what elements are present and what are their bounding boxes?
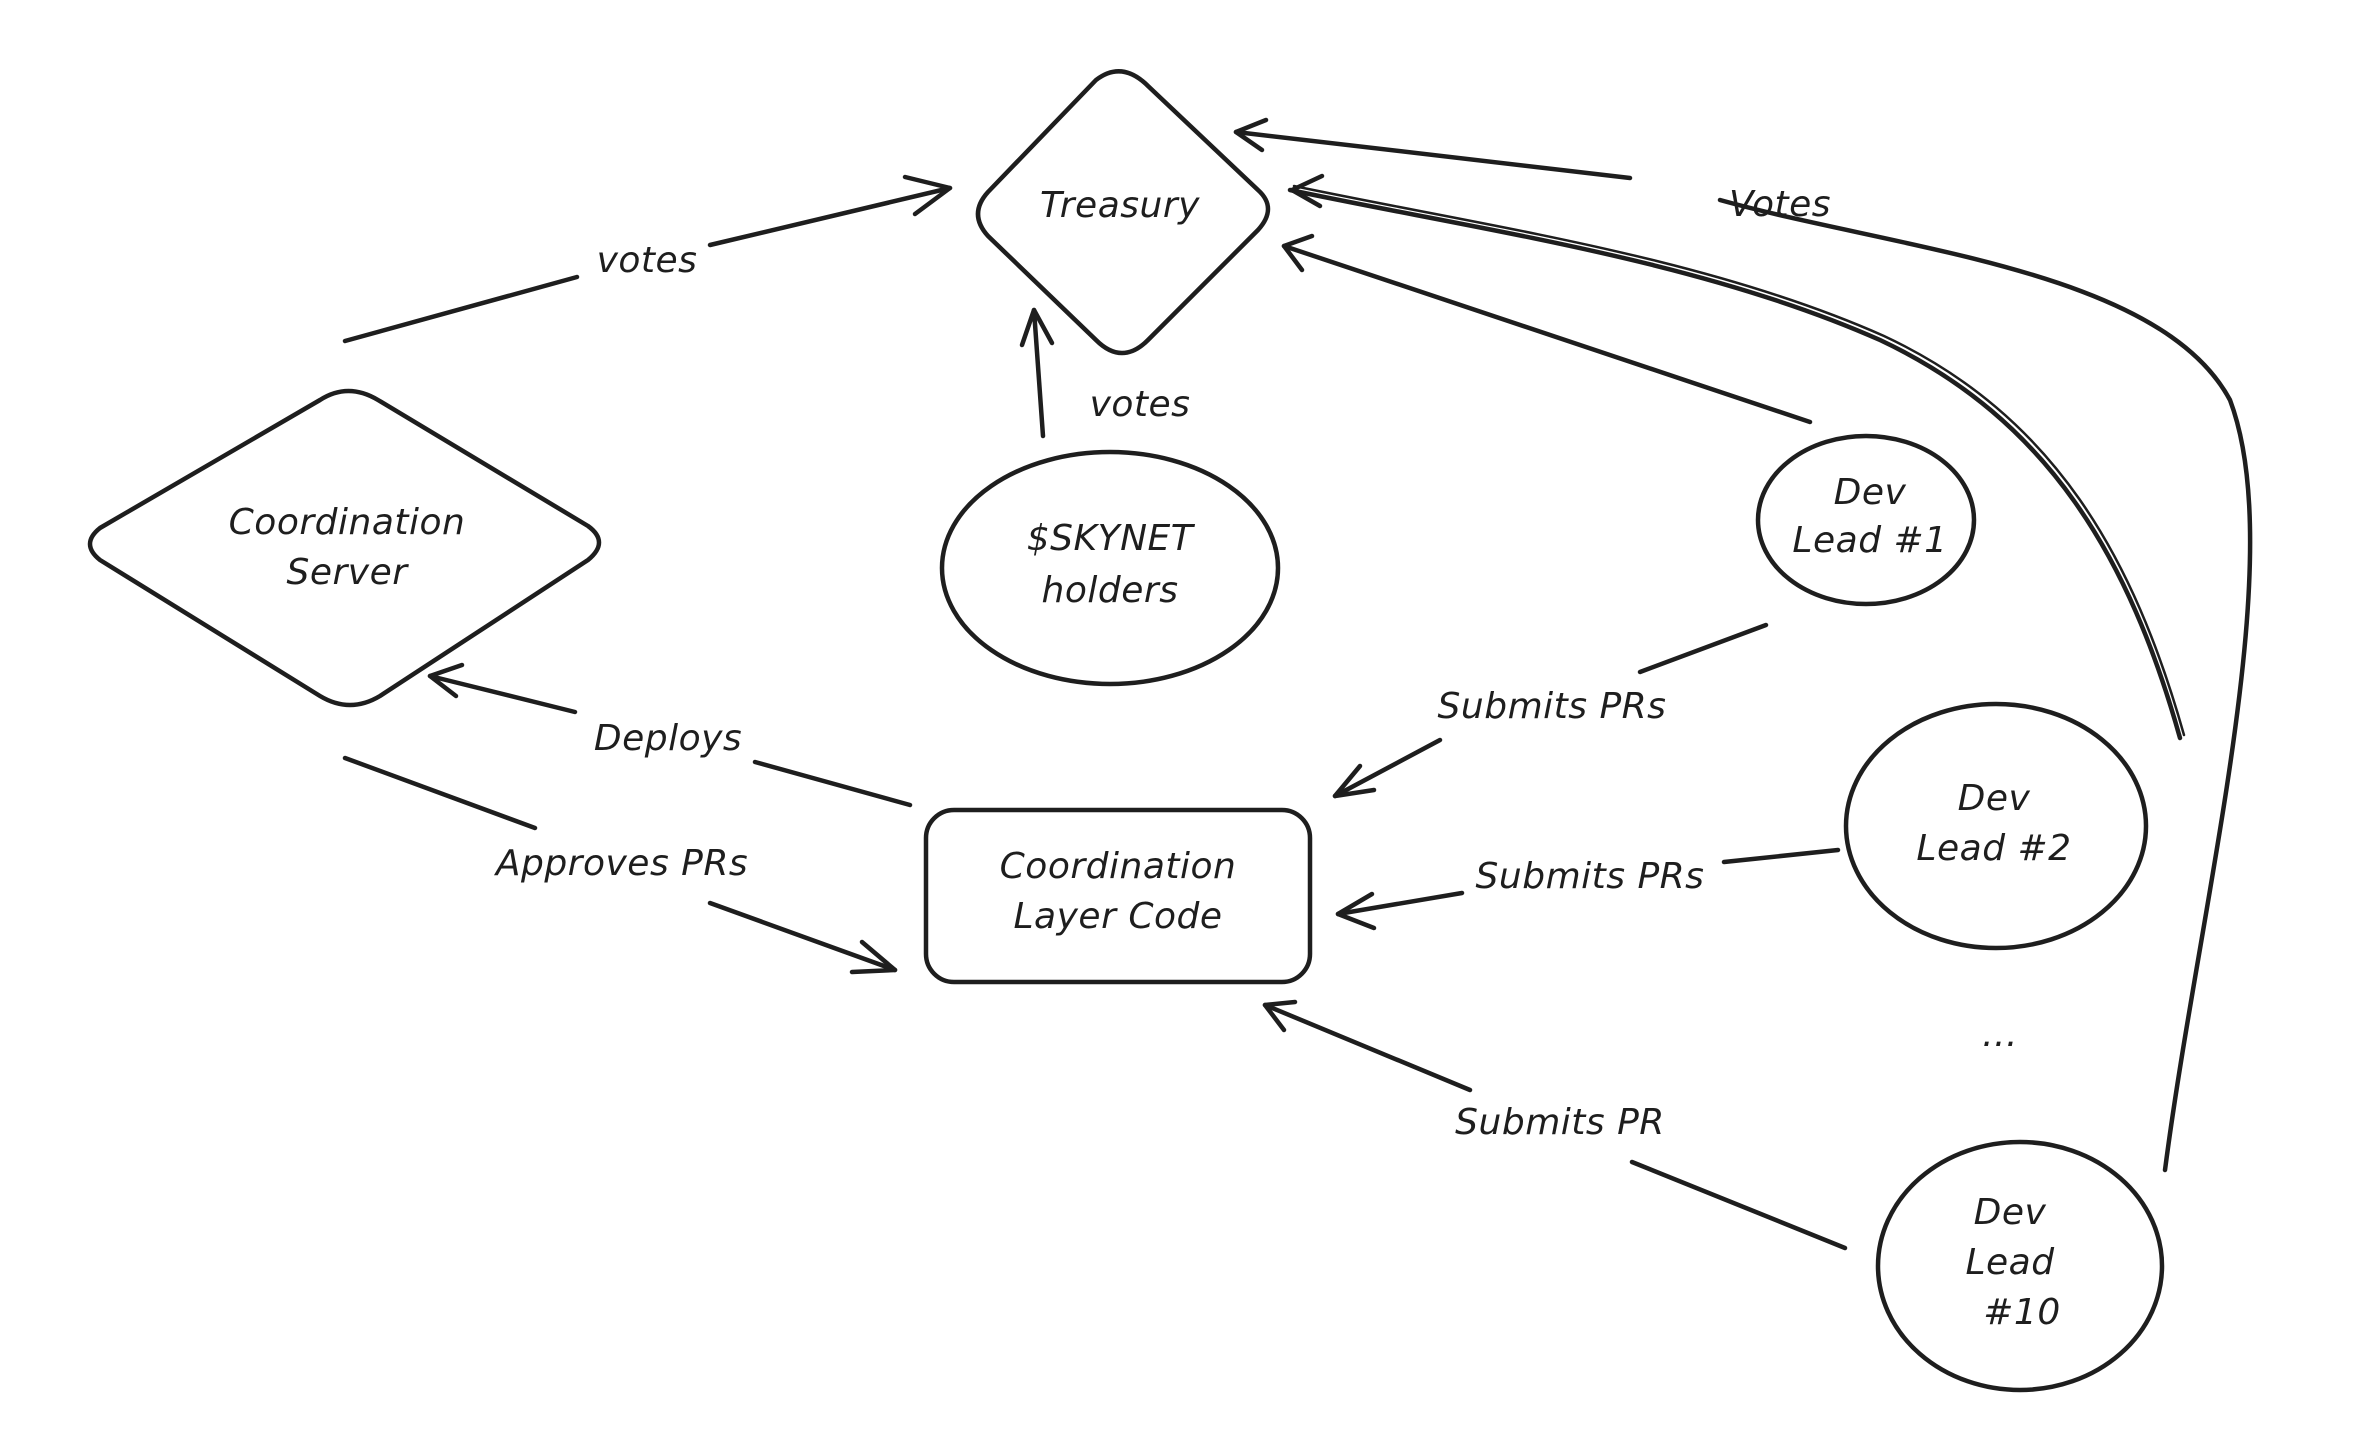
edge-approves-prs [342, 755, 898, 975]
more-dev-leads-ellipsis: ... [1982, 1014, 2018, 1055]
treasury-label: Treasury [1040, 185, 1200, 226]
edge-deploys [427, 662, 913, 808]
skynet-holders-label-line1: $SKYNET [1027, 518, 1196, 559]
treasury-node[interactable]: Treasury [975, 69, 1271, 356]
edge-label-devs-votes: Votes [1729, 184, 1831, 225]
edge-label-dev2-submits: Submits PRs [1476, 856, 1705, 897]
coordination-server-node[interactable]: Coordination Server [87, 388, 602, 708]
edge-label-server-votes: votes [597, 240, 698, 281]
dev-lead-1-label-line1: Dev [1834, 472, 1907, 513]
dev-lead-10-node[interactable]: Dev Lead #10 [1875, 1139, 2165, 1393]
dev-lead-10-label-line1: Dev [1974, 1192, 2047, 1233]
dev-lead-2-label-line2: Lead #2 [1916, 828, 2071, 869]
edge-dev1-submits [1332, 622, 1769, 799]
skynet-holders-node[interactable]: $SKYNET holders [939, 449, 1281, 687]
edge-label-deploys: Deploys [594, 718, 742, 759]
edge-dev2-submits [1335, 847, 1841, 931]
edge-dev10-votes-treasury [1233, 117, 2253, 1173]
dev-lead-1-node[interactable]: Dev Lead #1 [1755, 433, 1977, 607]
dev-lead-2-node[interactable]: Dev Lead #2 [1843, 701, 2149, 951]
coordination-layer-code-label-line1: Coordination [1000, 846, 1237, 887]
dev-lead-2-label-line1: Dev [1958, 778, 2031, 819]
edge-label-dev10-submits: Submits PR [1455, 1102, 1665, 1143]
coordination-layer-code-node[interactable]: Coordination Layer Code [923, 807, 1313, 985]
skynet-holders-label-line2: holders [1042, 570, 1179, 611]
edge-dev1-treasury [1281, 233, 1813, 425]
coordination-server-label-line1: Coordination [229, 502, 466, 543]
dev-lead-1-label-line2: Lead #1 [1792, 520, 1947, 561]
edge-server-votes-treasury [342, 174, 953, 344]
edge-label-approves-prs: Approves PRs [494, 843, 748, 884]
edge-dev2-treasury [1287, 173, 2186, 741]
edge-dev10-submits [1262, 999, 1848, 1251]
edge-label-holders-votes: votes [1090, 384, 1191, 425]
dev-lead-10-label-line2: Lead [1965, 1242, 2055, 1283]
dev-lead-10-label-line3: #10 [1983, 1292, 2060, 1333]
coordination-server-label-line2: Server [286, 552, 409, 593]
edge-label-dev1-submits: Submits PRs [1438, 686, 1667, 727]
edge-holders-votes-treasury [1019, 307, 1055, 439]
coordination-layer-code-label-line2: Layer Code [1014, 896, 1223, 937]
